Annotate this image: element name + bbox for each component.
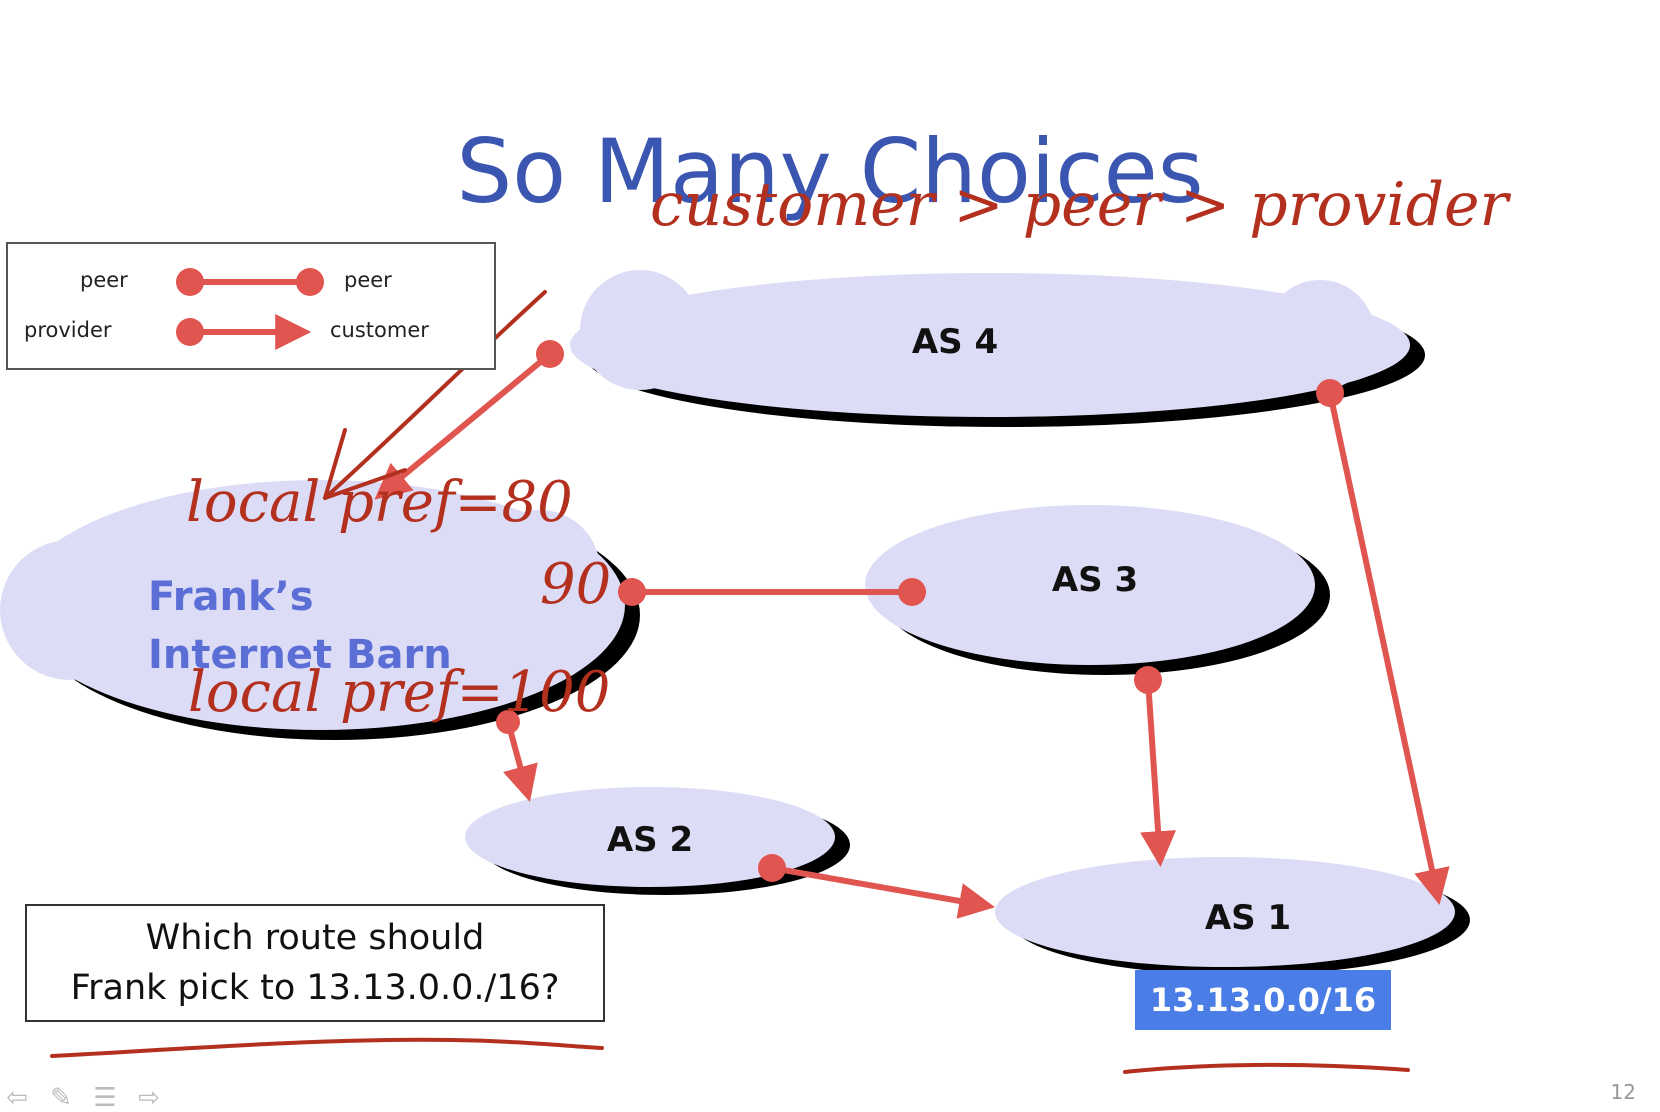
link-as3-as1 (1134, 666, 1177, 868)
ink-arrow (323, 290, 547, 500)
cloud-as4 (570, 270, 1425, 427)
link-as4-as1 (1316, 379, 1450, 906)
annotation-local-pref-100: local pref=100 (188, 660, 611, 725)
annotation-local-pref-80: local pref=80 (186, 470, 573, 535)
link-as2-as1 (758, 854, 996, 919)
node-frank-label: Frank’s Internet Barn (148, 574, 452, 678)
cloud-frank (0, 480, 640, 740)
slide-title: So Many Choices (456, 120, 1204, 223)
page-number: 12 (1610, 1080, 1636, 1104)
ink-underline-question (50, 1037, 604, 1058)
slide-nav: ⇦ ✎ ☰ ⇨ (0, 1084, 166, 1110)
menu-icon[interactable]: ☰ (93, 1082, 117, 1112)
node-as2-label: AS 2 (606, 820, 694, 860)
prev-arrow-icon[interactable]: ⇦ (6, 1082, 28, 1112)
link-as4-frank (374, 340, 564, 500)
next-arrow-icon[interactable]: ⇨ (138, 1082, 160, 1112)
question-box: Which route should Frank pick to 13.13.0… (25, 904, 605, 1022)
link-frank-as3-peer (618, 578, 926, 606)
node-as1-label: AS 1 (1204, 898, 1292, 938)
link-frank-as2 (496, 710, 538, 802)
legend: peer peer provider customer (6, 242, 496, 370)
question-text: Which route should Frank pick to 13.13.0… (70, 918, 560, 1008)
ink-underline-prefix (1123, 1062, 1410, 1074)
annotation-local-pref-90: 90 (540, 552, 612, 617)
legend-peer-right: peer (344, 268, 392, 292)
cloud-as3 (865, 505, 1330, 675)
node-as4-label: AS 4 (911, 322, 999, 362)
legend-glyphs (176, 268, 324, 350)
cloud-as1 (995, 857, 1470, 975)
legend-provider: provider (24, 318, 112, 342)
legend-peer-left: peer (80, 268, 128, 292)
prefix-badge: 13.13.0.0/16 (1135, 970, 1391, 1030)
pen-icon[interactable]: ✎ (50, 1082, 72, 1112)
cloud-as2 (465, 787, 850, 895)
node-as3-label: AS 3 (1051, 560, 1139, 600)
annotation-preference-order: customer > peer > provider (650, 170, 1509, 240)
legend-customer: customer (330, 318, 429, 342)
